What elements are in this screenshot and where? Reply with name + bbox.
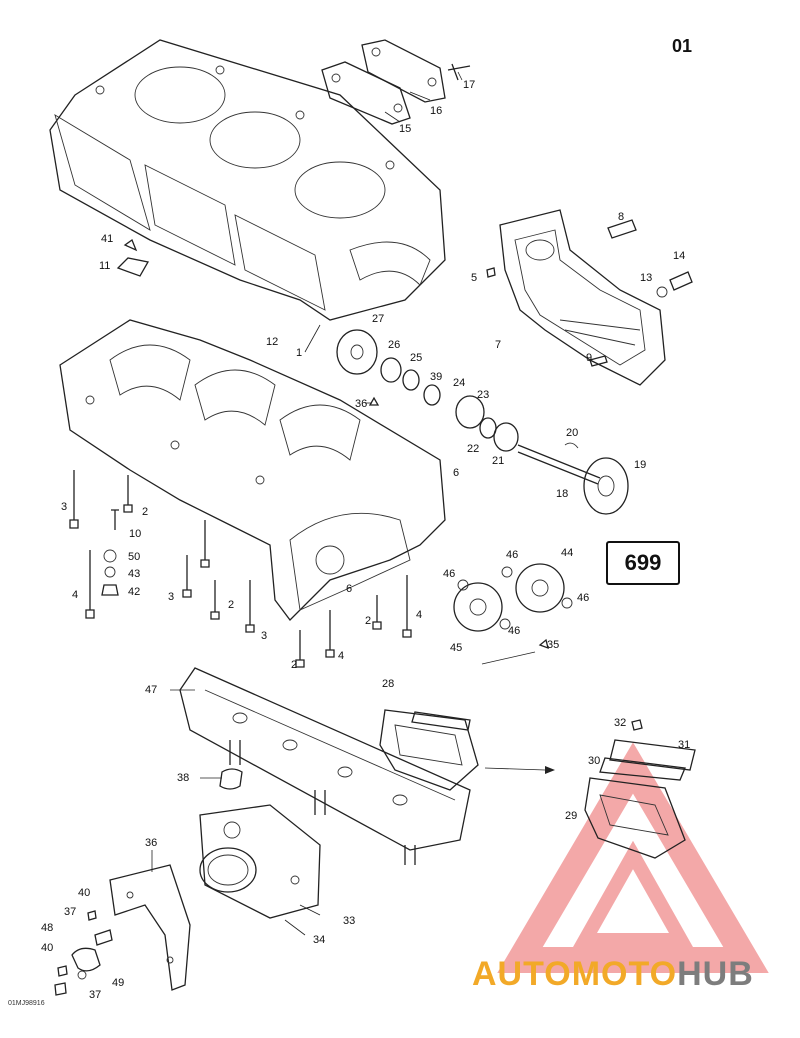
- callout-14: 14: [673, 250, 685, 262]
- callout-30: 30: [588, 755, 600, 767]
- callout-5: 5: [471, 272, 477, 284]
- bracket-assembly: [54, 864, 191, 996]
- watermark-triangle: [497, 742, 769, 973]
- callout-46a: 46: [506, 549, 518, 561]
- callout-15: 15: [399, 123, 411, 135]
- callout-37b: 37: [89, 989, 101, 1001]
- callout-4b: 4: [338, 650, 344, 662]
- callout-9: 9: [586, 352, 592, 364]
- callout-38: 38: [177, 772, 189, 784]
- balance-gears: [453, 563, 573, 650]
- callout-labels: 1 2 2 2 2 3 3 3 4 4 4 5 6 6 7 8 9 10 11 …: [41, 79, 690, 1001]
- callout-22: 22: [467, 443, 479, 455]
- reed-valve-exploded: [584, 719, 696, 859]
- callout-25: 25: [410, 352, 422, 364]
- callout-19: 19: [634, 459, 646, 471]
- callout-43: 43: [128, 568, 140, 580]
- callout-39: 39: [430, 371, 442, 383]
- callout-47: 47: [145, 684, 157, 696]
- callout-18: 18: [556, 488, 568, 500]
- lower-crankcase: [59, 319, 446, 621]
- callout-1: 1: [296, 347, 302, 359]
- reed-valve: [379, 709, 555, 791]
- callout-2c: 2: [365, 615, 371, 627]
- fitting-11: [116, 238, 150, 277]
- callout-7: 7: [495, 339, 501, 351]
- callout-48: 48: [41, 922, 53, 934]
- callout-23: 23: [477, 389, 489, 401]
- callout-46c: 46: [577, 592, 589, 604]
- callout-4a: 4: [72, 589, 78, 601]
- callout-37a: 37: [64, 906, 76, 918]
- callout-29: 29: [565, 810, 577, 822]
- callout-36a: 36: [355, 398, 367, 410]
- callout-3a: 3: [61, 501, 67, 513]
- callout-28: 28: [382, 678, 394, 690]
- callout-20: 20: [566, 427, 578, 439]
- callout-8: 8: [618, 211, 624, 223]
- intake-manifold: [179, 667, 471, 865]
- callout-3c: 3: [261, 630, 267, 642]
- callout-6a: 6: [453, 467, 459, 479]
- callout-34: 34: [313, 934, 325, 946]
- callout-49: 49: [112, 977, 124, 989]
- callout-41: 41: [101, 233, 113, 245]
- callout-6b: 6: [346, 583, 352, 595]
- callout-10: 10: [129, 528, 141, 540]
- watermark-logo: AUTOMOTOHUB: [472, 955, 754, 994]
- callout-4c: 4: [416, 609, 422, 621]
- callout-24: 24: [453, 377, 465, 389]
- callout-27: 27: [372, 313, 384, 325]
- callout-2a: 2: [142, 506, 148, 518]
- crankcase-bolts: [69, 470, 412, 668]
- shaft-assembly: [336, 329, 629, 515]
- callout-26: 26: [388, 339, 400, 351]
- page-number: 01: [672, 36, 693, 56]
- callout-11: 11: [99, 260, 110, 272]
- callout-12: 12: [266, 336, 278, 348]
- callout-31: 31: [678, 739, 690, 751]
- callout-17: 17: [463, 79, 475, 91]
- callout-16: 16: [430, 105, 442, 117]
- callout-42: 42: [128, 586, 140, 598]
- watermark-part1: AUTO: [472, 955, 572, 993]
- callout-46d: 46: [508, 625, 520, 637]
- callout-45: 45: [450, 642, 462, 654]
- callout-3b: 3: [168, 591, 174, 603]
- group-number-box: 699: [606, 541, 680, 585]
- callout-2d: 2: [291, 659, 297, 671]
- carburetor-adapter: [199, 804, 321, 919]
- upper-crankcase: [49, 39, 446, 321]
- watermark-part3: HUB: [677, 955, 754, 993]
- callout-32: 32: [614, 717, 626, 729]
- rotary-valve-cover: [486, 209, 693, 386]
- watermark-part2: MOTO: [571, 955, 678, 993]
- callout-2b: 2: [228, 599, 234, 611]
- callout-21: 21: [492, 455, 504, 467]
- cover-plate-parts: [321, 39, 471, 125]
- callout-46b: 46: [443, 568, 455, 580]
- callout-40b: 40: [41, 942, 53, 954]
- callout-36b: 36: [145, 837, 157, 849]
- callout-35: 35: [547, 639, 559, 651]
- callout-13: 13: [640, 272, 652, 284]
- callout-40a: 40: [78, 887, 90, 899]
- leader-lines: [151, 71, 536, 936]
- callout-44: 44: [561, 547, 573, 559]
- callout-50: 50: [128, 551, 140, 563]
- drawing-code: 01MJ98916: [8, 1000, 45, 1007]
- callout-33: 33: [343, 915, 355, 927]
